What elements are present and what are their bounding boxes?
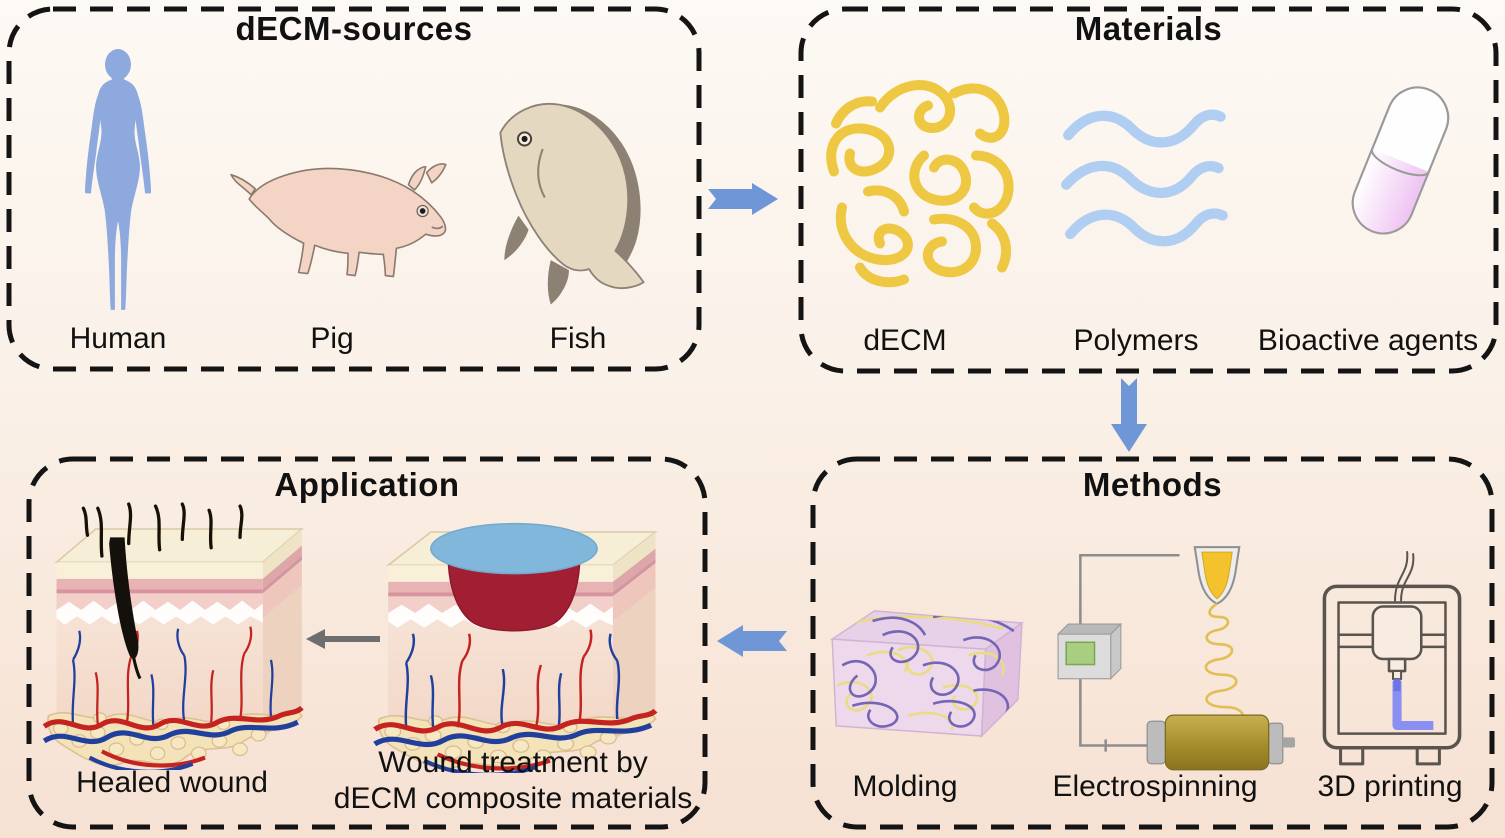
- gray-arrow-head-icon: [306, 629, 325, 649]
- label-pig: Pig: [310, 322, 354, 355]
- arrow-right-icon: [708, 183, 778, 215]
- label-decm: dECM: [863, 324, 947, 357]
- materials-box-border: [798, 6, 1499, 374]
- hydrogel-dressing: [430, 522, 598, 575]
- healed-skin-icon: [42, 502, 304, 770]
- pig-tail: [230, 173, 257, 196]
- capsule-icon: [1351, 86, 1450, 235]
- label-3d-printing: 3D printing: [1317, 770, 1463, 803]
- decm-tangle-icon: [826, 80, 1014, 288]
- application-box-border: [26, 456, 708, 830]
- label-electrospinning: Electrospinning: [1052, 770, 1258, 803]
- pig-icon: [230, 163, 447, 278]
- label-wound-treatment-line1: Wound treatment by: [378, 746, 648, 779]
- label-molding: Molding: [852, 770, 958, 803]
- methods-box-title: Methods: [1082, 466, 1223, 503]
- label-wound-treatment-line2: dECM composite materials: [333, 782, 693, 815]
- arrow-down-icon: [1111, 378, 1147, 452]
- treated-wound-skin-icon: [373, 522, 658, 773]
- application-box-title: Application: [274, 466, 460, 503]
- printer-3d-icon: [1322, 551, 1462, 766]
- collector-drum: [1146, 714, 1295, 771]
- printed-strand: [1392, 681, 1434, 731]
- molding-icon: [829, 610, 1024, 738]
- human-icon: [85, 49, 151, 310]
- hair-follicle: [109, 537, 139, 659]
- sources-box-border: [6, 6, 702, 372]
- sources-box-title: dECM-sources: [235, 10, 473, 47]
- power-supply: [1056, 622, 1123, 680]
- methods-box-border: [810, 456, 1495, 830]
- label-fish: Fish: [549, 322, 607, 355]
- label-polymers: Polymers: [1073, 324, 1199, 357]
- fish-icon: [499, 102, 645, 305]
- electrospinning-icon: [1056, 546, 1295, 771]
- materials-box-title: Materials: [1074, 10, 1223, 47]
- label-human: Human: [69, 322, 167, 355]
- label-healed-wound: Healed wound: [76, 766, 268, 799]
- power-screen: [1065, 641, 1096, 666]
- arrow-left-icon: [717, 625, 787, 657]
- fiber-coil: [1204, 602, 1244, 719]
- hairs: [81, 502, 244, 558]
- label-bioactive-agents: Bioactive agents: [1257, 324, 1479, 357]
- polymers-waves-icon: [1061, 109, 1228, 247]
